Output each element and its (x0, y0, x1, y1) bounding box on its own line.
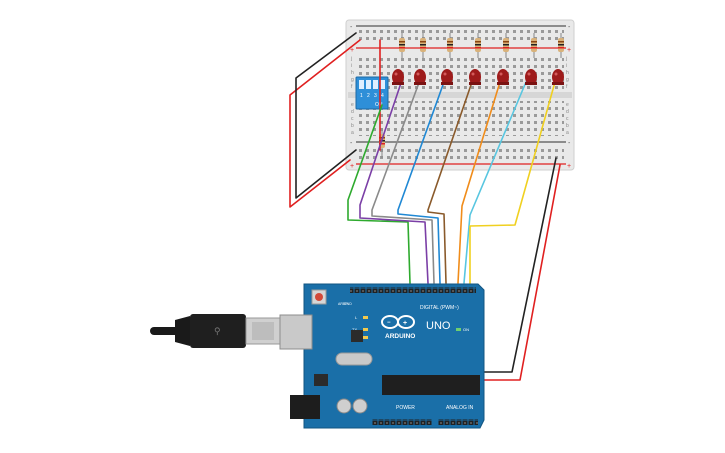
reset-button-cap[interactable] (315, 293, 323, 301)
row-letter: c (566, 116, 569, 122)
rail-plus-sign: + (350, 163, 354, 170)
bottom-power-rail (358, 146, 564, 160)
digital-header (350, 287, 476, 293)
dip-number: 1 (360, 93, 363, 99)
svg-text:+: + (403, 320, 407, 327)
power-jack (290, 395, 320, 419)
row-letter: i (351, 63, 352, 69)
led (392, 69, 404, 85)
power-wire-red (289, 39, 381, 208)
wire-yellow (469, 81, 556, 284)
rail-plus-sign: + (567, 47, 571, 54)
usb-socket (279, 314, 313, 350)
resistor (558, 33, 564, 58)
digital-label: DIGITAL (PWM~) (420, 305, 459, 311)
rail-plus-sign: + (567, 163, 571, 170)
wire-cyan (463, 81, 527, 284)
wire-purple (359, 79, 429, 284)
rail-minus-sign: - (568, 24, 571, 31)
on-label: ON (463, 327, 469, 332)
dip-number: 2 (367, 93, 370, 99)
row-letter: f (566, 84, 568, 90)
row-letter: g (351, 77, 354, 83)
wire-brown (427, 81, 473, 284)
dip-switch[interactable]: 1 2 3 4 ON (355, 76, 389, 110)
arduino-logo-icon: − + (381, 315, 415, 329)
row-letter: d (351, 109, 354, 115)
ground-wire-black (295, 32, 357, 199)
resistors (379, 33, 564, 158)
led (497, 69, 509, 85)
atmega-chip (382, 375, 480, 395)
row-letter: e (351, 102, 354, 108)
wire-blue (397, 81, 445, 284)
resistor (399, 33, 405, 58)
rail-minus-sign: - (350, 140, 353, 147)
crystal-oscillator (335, 352, 373, 366)
wire-green (347, 104, 411, 284)
led (441, 69, 453, 85)
power-label: POWER (396, 405, 415, 411)
row-letter: j (350, 56, 352, 62)
capacitor (352, 398, 368, 414)
led-on-indicator (456, 328, 461, 331)
rail-minus-sign: - (350, 24, 353, 31)
resistor (531, 33, 537, 58)
row-letter: d (566, 109, 569, 115)
svg-text:−: − (387, 320, 391, 326)
row-letter: e (566, 102, 569, 108)
capacitor (336, 398, 352, 414)
dip-number: 3 (374, 93, 377, 99)
row-letter: b (566, 123, 569, 129)
gnd-label: GND (344, 302, 352, 306)
dip-on-label: ON (375, 102, 383, 108)
usb-cable: ⚲ (150, 314, 281, 348)
row-letter: f (351, 84, 353, 90)
rail-minus-sign: - (568, 140, 571, 147)
wire-gray (371, 79, 435, 284)
row-letter: c (351, 116, 354, 122)
wires (289, 32, 561, 419)
uno-model-text: UNO (426, 320, 451, 332)
row-letter: g (566, 77, 569, 83)
top-power-rail (358, 30, 564, 44)
resistor (420, 33, 426, 58)
leds (392, 69, 564, 85)
rail-plus-sign: + (350, 47, 354, 54)
row-letters: j i h g f e d c b a j i h g f e d c b a (350, 56, 569, 136)
analog-header (438, 419, 478, 425)
row-letter: h (351, 70, 354, 76)
led-label: L (355, 315, 358, 320)
row-letter: i (566, 63, 567, 69)
led (552, 69, 564, 85)
led-l-indicator (363, 316, 368, 319)
dip-number: 4 (381, 93, 384, 99)
power-header (372, 419, 432, 425)
row-letter: j (565, 56, 567, 62)
resistor (447, 33, 453, 58)
arduino-board: DIGITAL (PWM~) AREF GND L TX RX ON − + A… (279, 283, 485, 429)
resistor (503, 33, 509, 58)
arduino-logo-text: ARDUINO (385, 333, 415, 340)
led (469, 69, 481, 85)
led-tx-indicator (363, 328, 368, 331)
row-letter: a (351, 130, 354, 136)
aref-label: AREF (338, 302, 347, 306)
analog-in-label: ANALOG IN (446, 405, 474, 411)
row-letter: b (351, 123, 354, 129)
led-rx-indicator (363, 336, 368, 339)
led (414, 69, 426, 85)
usb-chip (351, 330, 363, 342)
usb-icon: ⚲ (214, 326, 221, 336)
center-channel (348, 92, 572, 98)
led (525, 69, 537, 85)
row-letter: h (566, 70, 569, 76)
led-label: TX (352, 327, 357, 332)
voltage-regulator (314, 374, 328, 386)
row-letter: a (566, 130, 569, 136)
resistor (475, 33, 481, 58)
wire-orange (457, 81, 501, 284)
